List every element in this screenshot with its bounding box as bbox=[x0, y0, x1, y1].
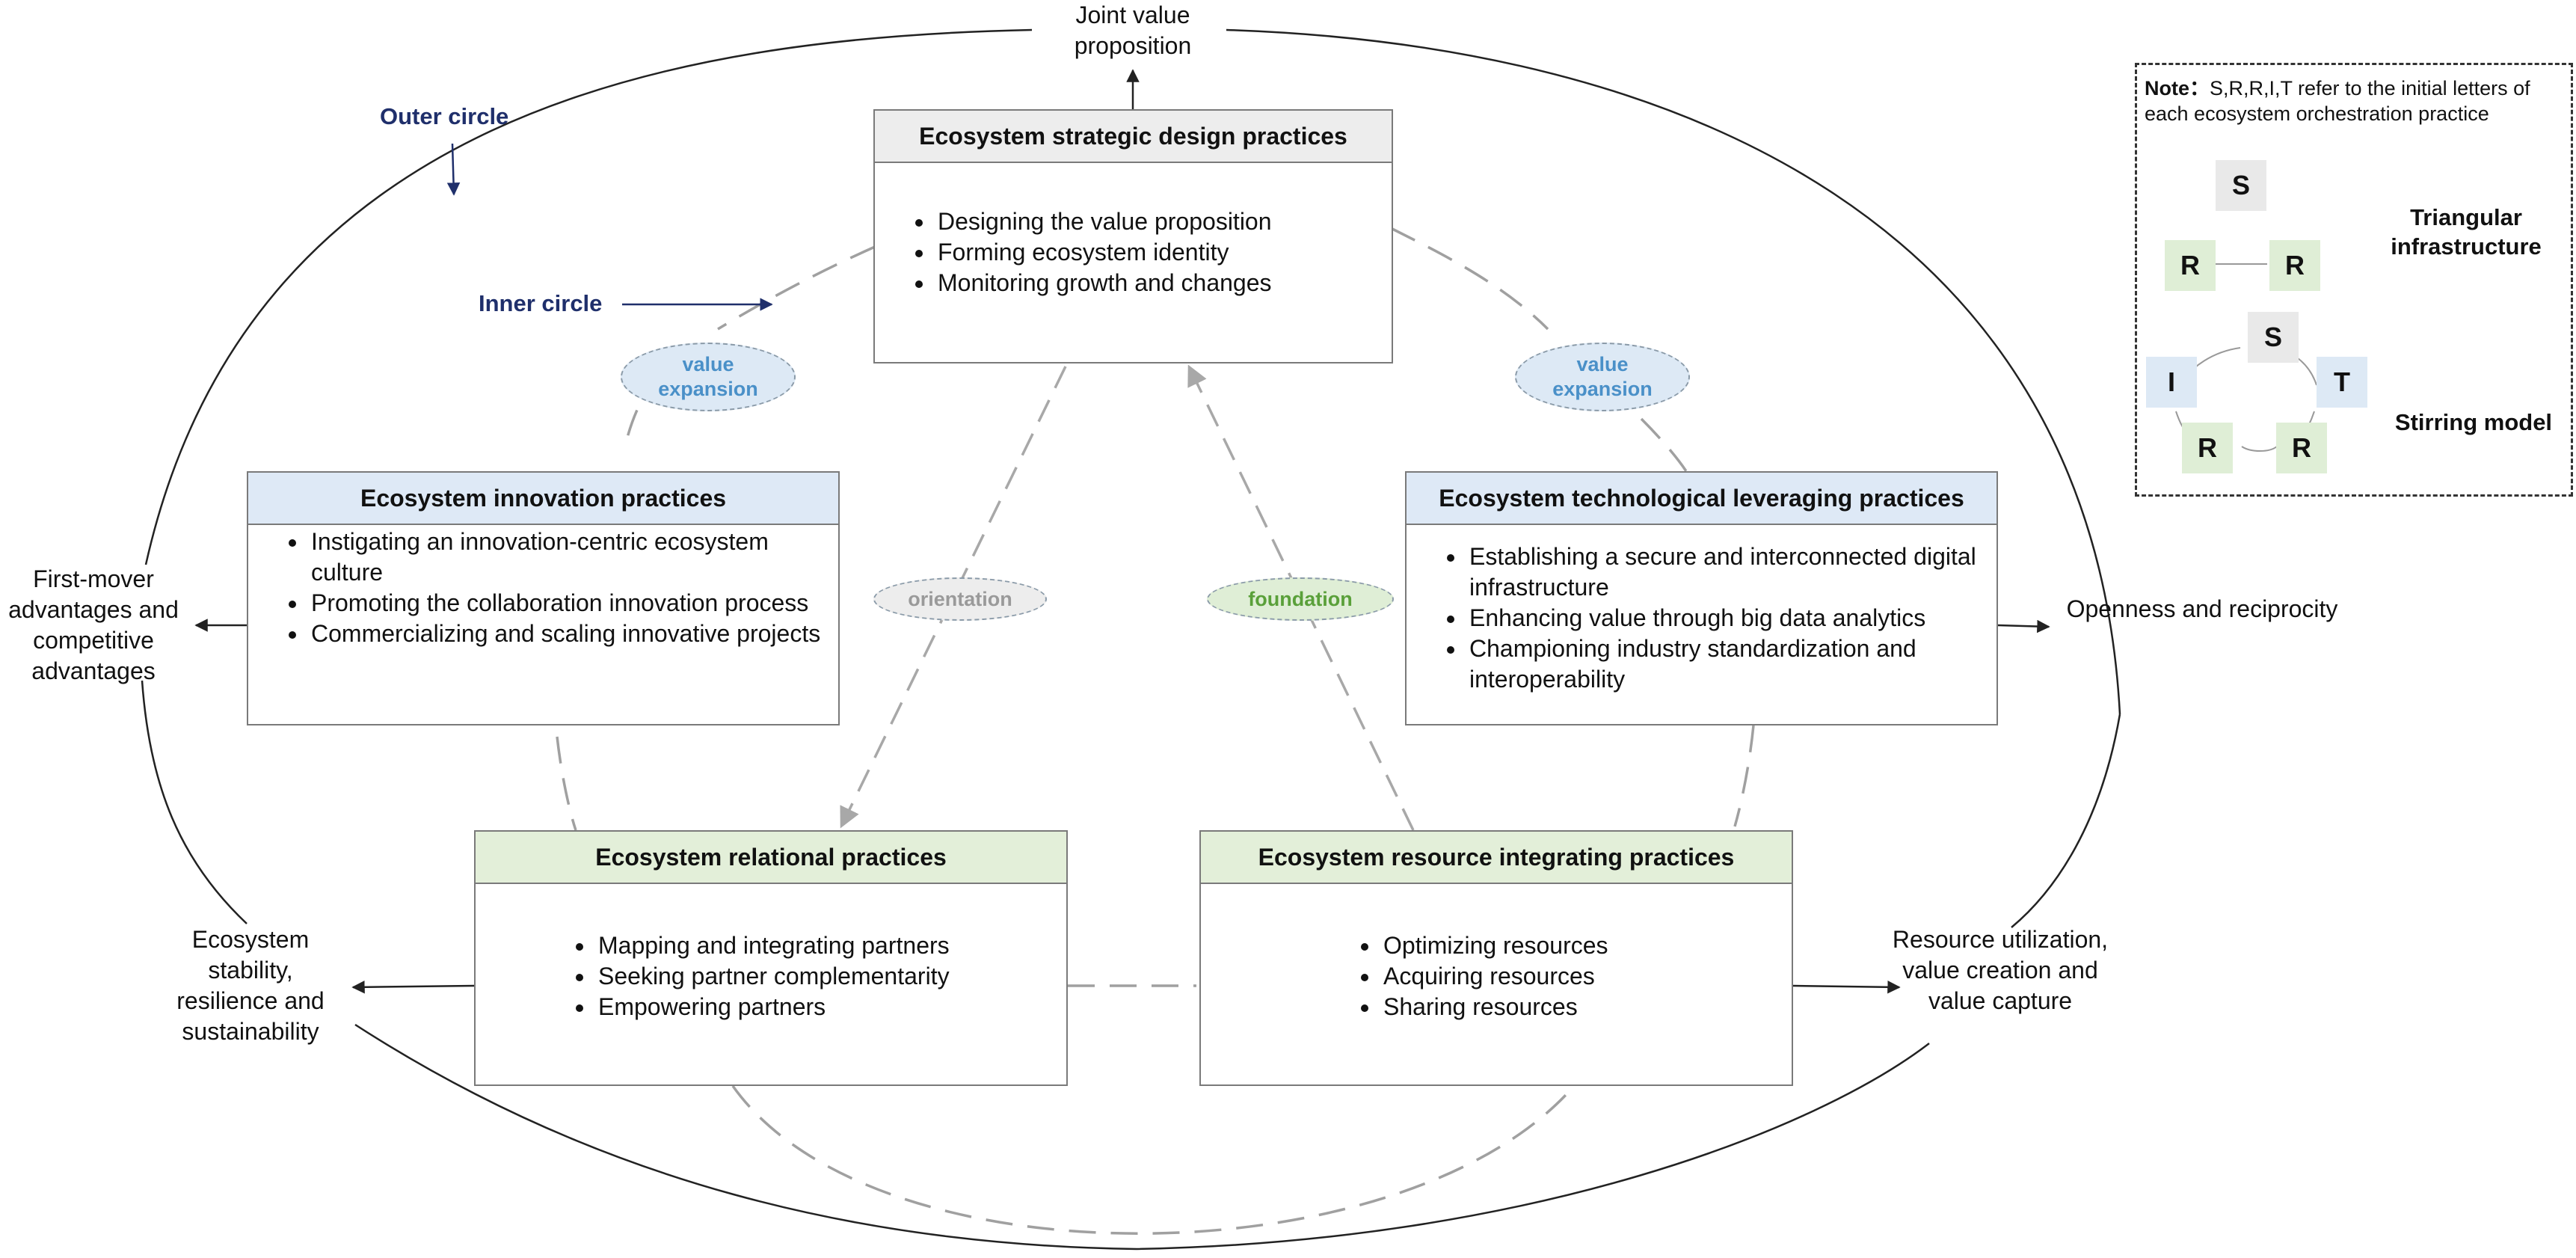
relational-list: Mapping and integrating partners Seeking… bbox=[476, 930, 1066, 1022]
outer-circle-top-right-arc bbox=[1226, 28, 2121, 715]
legend-box: Note：S,R,R,I,T refer to the initial lett… bbox=[2135, 63, 2573, 497]
inner-circle-right bbox=[1733, 725, 1755, 827]
legend-note-label: Note： bbox=[2145, 77, 2210, 99]
legend-node-r-triangle: R bbox=[2269, 240, 2320, 291]
relational-box: Ecosystem relational practices Mapping a… bbox=[474, 830, 1068, 1086]
triangular-infrastructure-title: Triangular infrastructure bbox=[2391, 204, 2542, 260]
value-expansion-right-badge: value expansion bbox=[1515, 343, 1690, 411]
legend-node-s-triangle: S bbox=[2216, 160, 2266, 211]
legend-node-r-stirring: R bbox=[2182, 423, 2233, 473]
list-item: Commercializing and scaling innovative p… bbox=[308, 619, 823, 649]
arrow-to-stability bbox=[351, 981, 475, 994]
outer-circle-left-arc bbox=[141, 680, 248, 924]
legend-node-r-stirring: R bbox=[2276, 423, 2327, 473]
list-item: Forming ecosystem identity bbox=[935, 237, 1392, 268]
list-item: Empowering partners bbox=[595, 992, 1066, 1022]
list-item: Monitoring growth and changes bbox=[935, 268, 1392, 298]
foundation-arrow bbox=[1187, 364, 1415, 831]
inner-circle-left bbox=[556, 736, 577, 831]
innovation-box: Ecosystem innovation practices Instigati… bbox=[247, 471, 840, 725]
strategic-design-box: Ecosystem strategic design practices Des… bbox=[873, 109, 1393, 363]
outer-circle-bottom-right-arc bbox=[1136, 1043, 1930, 1251]
legend-node-s-stirring: S bbox=[2248, 312, 2299, 363]
stirring-model-title: Stirring model bbox=[2394, 409, 2553, 435]
inner-circle-bottom bbox=[731, 1084, 1576, 1235]
legend-note-text: S,R,R,I,T refer to the initial letters o… bbox=[2145, 77, 2530, 125]
technological-title: Ecosystem technological leveraging pract… bbox=[1407, 473, 1996, 525]
list-item: Instigating an innovation-centric ecosys… bbox=[308, 527, 823, 588]
strategic-design-title: Ecosystem strategic design practices bbox=[875, 111, 1392, 163]
outer-circle-top-left-arc bbox=[144, 28, 1033, 565]
outer-circle-right-arc bbox=[2011, 714, 2121, 928]
list-item: Optimizing resources bbox=[1380, 930, 1792, 961]
list-item: Promoting the collaboration innovation p… bbox=[308, 588, 823, 619]
outcome-first-mover: First-mover advantages and competitive a… bbox=[8, 565, 179, 684]
inner-circle-label: Inner circle bbox=[479, 290, 603, 316]
outcome-openness: Openness and reciprocity bbox=[2066, 595, 2338, 622]
outcome-joint-value: Joint value proposition bbox=[1074, 1, 1192, 59]
technological-box: Ecosystem technological leveraging pract… bbox=[1405, 471, 1998, 725]
outcome-stability: Ecosystem stability, resilience and sust… bbox=[176, 926, 325, 1045]
strategic-design-list: Designing the value proposition Forming … bbox=[875, 206, 1392, 298]
legend-node-r-triangle: R bbox=[2165, 240, 2216, 291]
innovation-list: Instigating an innovation-centric ecosys… bbox=[248, 527, 838, 649]
arrow-to-openness bbox=[1997, 619, 2050, 633]
legend-node-i-stirring: I bbox=[2146, 357, 2197, 408]
outer-circle-label: Outer circle bbox=[380, 103, 509, 129]
outcome-resource-utilization: Resource utilization, value creation and… bbox=[1892, 926, 2109, 1014]
foundation-badge: foundation bbox=[1207, 577, 1394, 621]
list-item: Acquiring resources bbox=[1380, 961, 1792, 992]
inner-circle-top-right bbox=[1390, 227, 1688, 472]
orientation-arrow bbox=[840, 366, 1067, 829]
list-item: Designing the value proposition bbox=[935, 206, 1392, 237]
innovation-title: Ecosystem innovation practices bbox=[248, 473, 838, 525]
list-item: Mapping and integrating partners bbox=[595, 930, 1066, 961]
list-item: Sharing resources bbox=[1380, 992, 1792, 1022]
list-item: Establishing a secure and interconnected… bbox=[1466, 541, 1996, 603]
list-item: Championing industry standardization and… bbox=[1466, 633, 1996, 695]
relational-title: Ecosystem relational practices bbox=[476, 832, 1066, 884]
list-item: Seeking partner complementarity bbox=[595, 961, 1066, 992]
arrow-to-resource-utilization bbox=[1792, 981, 1901, 994]
list-item: Enhancing value through big data analyti… bbox=[1466, 603, 1996, 633]
resource-list: Optimizing resources Acquiring resources… bbox=[1201, 930, 1792, 1022]
outer-circle-pointer bbox=[446, 143, 461, 196]
legend-node-t-stirring: T bbox=[2317, 357, 2367, 408]
legend-note: Note：S,R,R,I,T refer to the initial lett… bbox=[2145, 76, 2568, 126]
value-expansion-left-badge: value expansion bbox=[621, 343, 796, 411]
orientation-badge: orientation bbox=[873, 577, 1047, 621]
technological-list: Establishing a secure and interconnected… bbox=[1407, 541, 1996, 695]
outer-circle-bottom-left-arc bbox=[354, 1023, 1137, 1251]
resource-box: Ecosystem resource integrating practices… bbox=[1199, 830, 1793, 1086]
resource-title: Ecosystem resource integrating practices bbox=[1201, 832, 1792, 884]
